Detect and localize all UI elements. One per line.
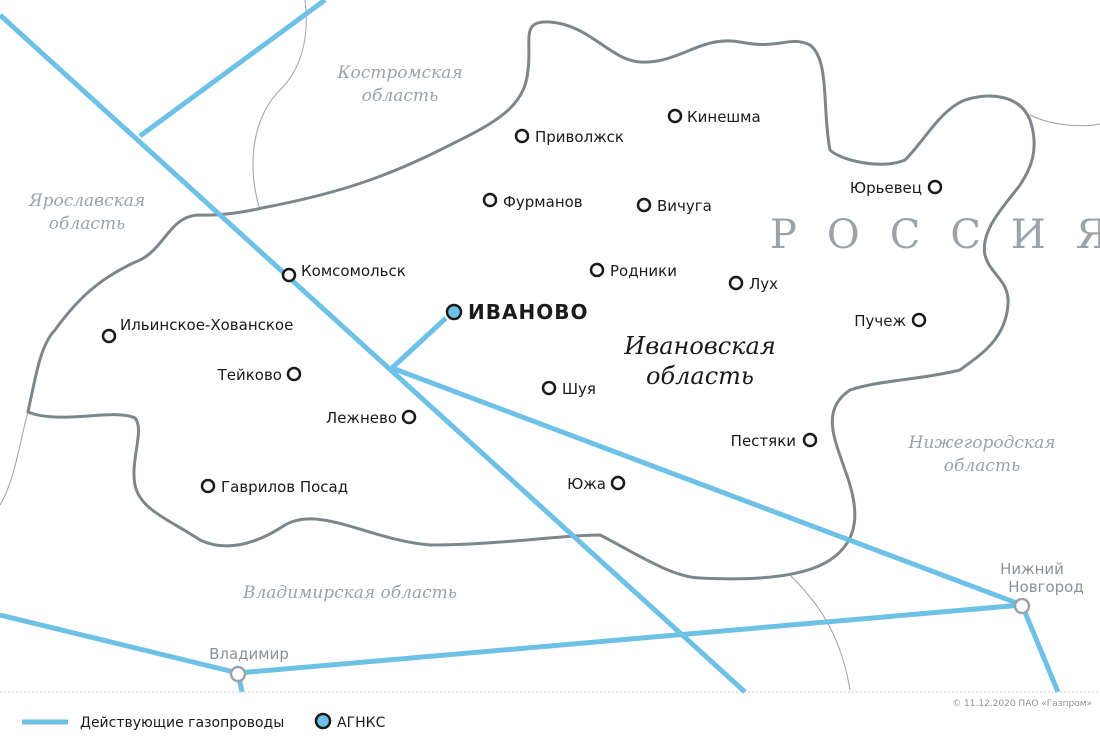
country-label: РОССИЯ — [770, 212, 1100, 258]
capital-label-ivanovo: ИВАНОВО — [468, 300, 588, 324]
city-marker-icon — [281, 267, 297, 283]
pipeline-ivanovo-branch — [390, 316, 448, 370]
kostroma-region-label-2: область — [362, 86, 438, 106]
pipeline-kostroma-branch — [138, 0, 327, 139]
city-label-privolzhsk: Приволжск — [535, 128, 624, 146]
city-marker-icon — [610, 475, 626, 491]
city-marker-icon — [728, 275, 744, 291]
city-label-rodniki: Родники — [610, 262, 677, 280]
city-label-puchezh: Пучеж — [854, 312, 906, 330]
city-marker-icon — [911, 312, 927, 328]
city-markers — [101, 108, 943, 494]
city-label-vladimir: Владимир — [209, 645, 289, 663]
nizhny-north-border — [1029, 114, 1100, 127]
pipeline-vladimir-nizhny — [237, 602, 1023, 676]
city-label-yurievets: Юрьевец — [850, 179, 922, 197]
neighbor-borders — [0, 0, 1100, 691]
city-marker-icon — [482, 192, 498, 208]
kostroma-yaroslavl-border — [252, 0, 307, 211]
city-label-nizhny-2: Новгород — [1008, 578, 1083, 596]
city-label-vichuga: Вичуга — [657, 197, 712, 215]
agnks-marker-icon — [445, 303, 463, 321]
city-marker-icon — [401, 409, 417, 425]
external-city-markers — [229, 597, 1031, 683]
city-label-furmanov: Фурманов — [503, 193, 583, 211]
city-marker-icon — [589, 262, 605, 278]
city-label-kineshma: Кинешма — [687, 108, 761, 126]
city-label-pestyaki: Пестяки — [731, 432, 796, 450]
city-marker-icon — [200, 478, 216, 494]
nizhny-region-label-2: область — [944, 456, 1020, 476]
city-label-lukh: Лух — [749, 275, 778, 293]
city-label-lezhnevo: Лежнево — [326, 409, 397, 427]
kostroma-region-label-1: Костромская — [336, 63, 462, 83]
city-label-komsomolsk: Комсомольск — [301, 262, 406, 280]
city-marker-icon — [514, 128, 530, 144]
yaroslavl-region-label-2: область — [49, 214, 125, 234]
city-marker-icon — [802, 432, 818, 448]
copyright-text: © 11.12.2020 ПАО «Газпром» — [952, 699, 1092, 709]
yaroslavl-region-label-1: Ярославская — [28, 191, 145, 211]
pipeline-west-vladimir — [0, 612, 239, 676]
city-marker-icon — [927, 179, 943, 195]
yaroslavl-west-border — [0, 411, 29, 506]
city-marker-icon — [636, 197, 652, 213]
pipeline-nizhny-south — [1019, 604, 1061, 693]
legend-pipelines-label: Действующие газопроводы — [80, 715, 284, 731]
city-label-teikovo: Тейково — [217, 366, 282, 384]
legend-agnks-label: АГНКС — [337, 715, 386, 731]
vladimir-region-label: Владимирская область — [242, 583, 457, 603]
nizhny-region-label-1: Нижегородская — [908, 433, 1056, 453]
city-marker-icon — [101, 328, 117, 344]
pipelines — [0, 0, 1061, 694]
vladimir-nizhny-border — [789, 574, 851, 691]
pipeline-ivanovo-nizhny — [391, 365, 1023, 608]
pipeline-yaroslavl-vladimir — [0, 13, 747, 694]
city-label-gavrilov-posad: Гаврилов Посад — [221, 478, 348, 496]
ivanovo-region-label-1: Ивановская — [623, 332, 775, 360]
city-marker-icon — [541, 380, 557, 396]
city-label-yuzha: Южа — [567, 475, 606, 493]
ivanovo-region-label-2: область — [646, 362, 754, 390]
city-marker-icon — [286, 366, 302, 382]
city-label-ilinskoe: Ильинское-Хованское — [120, 316, 293, 334]
agnks-marker-icon — [314, 712, 332, 730]
city-label-shuya: Шуя — [562, 380, 596, 398]
city-label-nizhny-1: Нижний — [1000, 560, 1064, 578]
city-marker-icon — [667, 108, 683, 124]
city-marker-icon — [1013, 597, 1031, 615]
city-marker-icon — [229, 665, 247, 683]
ivanovo-region-border — [26, 20, 1036, 581]
